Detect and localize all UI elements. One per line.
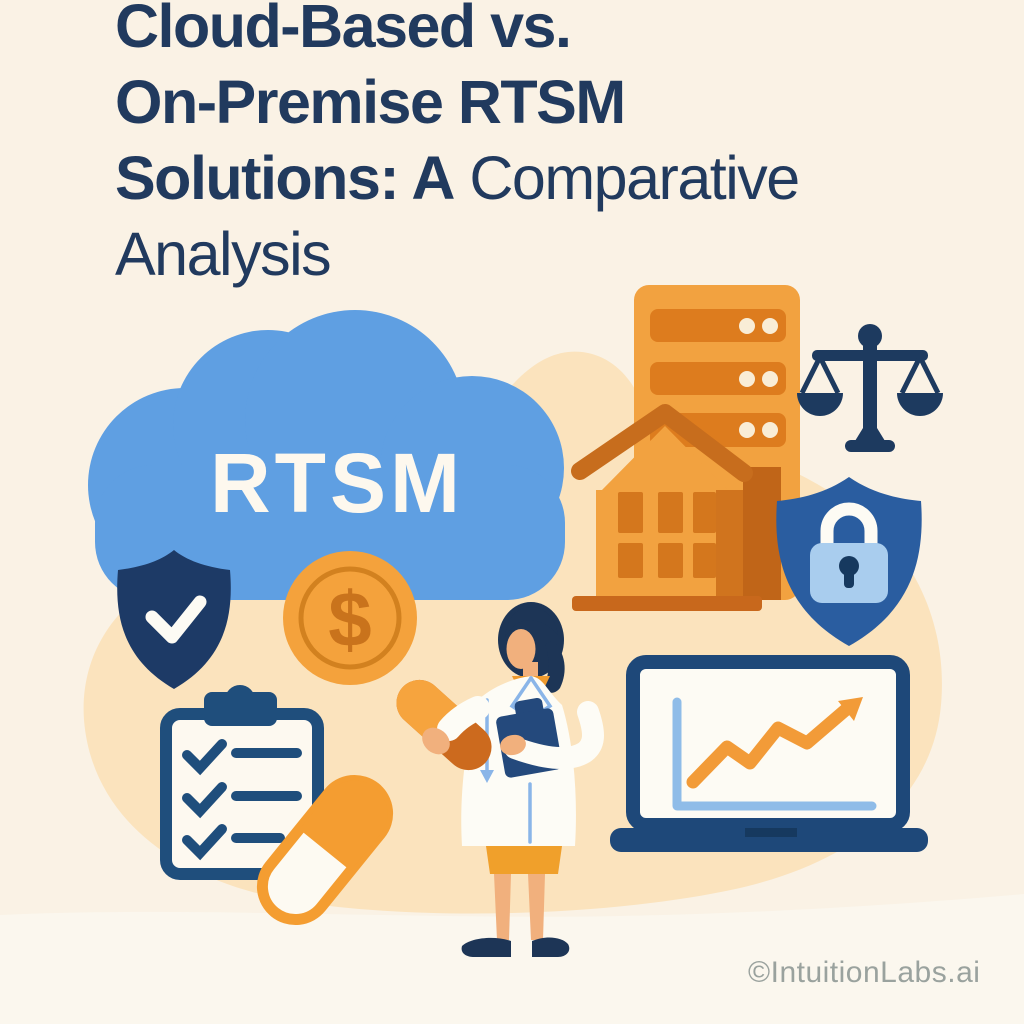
title-text-light: Comparative — [469, 144, 800, 212]
left-hand — [422, 727, 450, 755]
hair-lock — [545, 640, 565, 693]
watermark: ©IntuitionLabs.ai — [748, 956, 981, 989]
lock-shackle — [820, 502, 878, 554]
title-line: Cloud-Based vs. — [115, 0, 945, 64]
house-base — [572, 596, 762, 611]
laptop-hinge — [745, 828, 797, 837]
capsule-half — [299, 780, 388, 871]
right-leg — [528, 874, 545, 940]
left-arm-sleeve — [437, 696, 490, 741]
laptop-base — [610, 828, 928, 852]
title-line: On-Premise RTSM — [115, 64, 945, 140]
coin-ring — [298, 566, 402, 670]
dollar-symbol: $ — [328, 575, 371, 663]
scale-right-pan — [897, 355, 943, 416]
clipboard-clip — [204, 692, 277, 726]
house-building-icon — [571, 404, 762, 611]
title-text-strong: Cloud-Based vs. — [115, 0, 572, 60]
title-text-strong: On-Premise RTSM — [115, 68, 626, 136]
title-text-strong: Solutions: A — [115, 144, 455, 212]
checklist-row — [182, 824, 285, 861]
checklist-row — [182, 739, 302, 776]
title-line: Analysis — [115, 216, 945, 292]
face — [506, 629, 536, 669]
scale-beam — [812, 350, 928, 361]
coat-arrow-head — [480, 770, 494, 783]
shield-check-body — [117, 550, 231, 689]
clinician-figure — [396, 602, 604, 957]
shield-lock-icon — [776, 477, 922, 646]
lock-keyhole — [839, 556, 859, 576]
bottom-band — [0, 894, 1024, 1024]
left-leg — [494, 874, 511, 940]
page-title: Cloud-Based vs. On-Premise RTSM Solution… — [115, 0, 945, 292]
chart-arrow-head — [838, 697, 863, 721]
capsule-pill-icon — [256, 774, 394, 926]
check-mark — [145, 595, 207, 644]
house-roof — [571, 404, 753, 482]
dollar-coin-icon: $ — [283, 551, 417, 685]
house-side-wall — [716, 490, 743, 598]
laptop-growth-chart-icon — [610, 655, 928, 852]
chart-trend-line — [686, 700, 856, 789]
chart-axes — [672, 697, 877, 811]
right-shoe — [532, 937, 570, 957]
scale-left-pan — [797, 355, 843, 416]
shield-check-icon — [117, 550, 231, 689]
server-panel — [650, 362, 786, 395]
cloud-body — [95, 465, 565, 600]
right-arm-sleeve — [504, 701, 604, 770]
cloud-label: RTSM — [210, 436, 464, 530]
checklist-row — [182, 782, 302, 819]
left-shoe — [461, 937, 511, 957]
title-line: Solutions: A Comparative — [115, 140, 945, 216]
title-text-light: Analysis — [115, 220, 332, 288]
scale-foot — [845, 440, 895, 452]
server-shadow — [743, 467, 781, 600]
hair-fringe — [505, 607, 558, 637]
cloud-rtsm-icon: RTSM — [88, 310, 565, 600]
scale-stem — [855, 428, 885, 441]
lock-keyhole-stem — [844, 570, 854, 588]
checklist-clipboard-icon — [160, 685, 324, 880]
balance-scale-icon — [797, 324, 943, 452]
server-panel — [650, 309, 786, 342]
right-hand — [500, 734, 526, 756]
skirt — [486, 846, 562, 874]
neck — [523, 662, 538, 678]
house-gable — [600, 426, 730, 492]
house-windows — [618, 492, 716, 578]
